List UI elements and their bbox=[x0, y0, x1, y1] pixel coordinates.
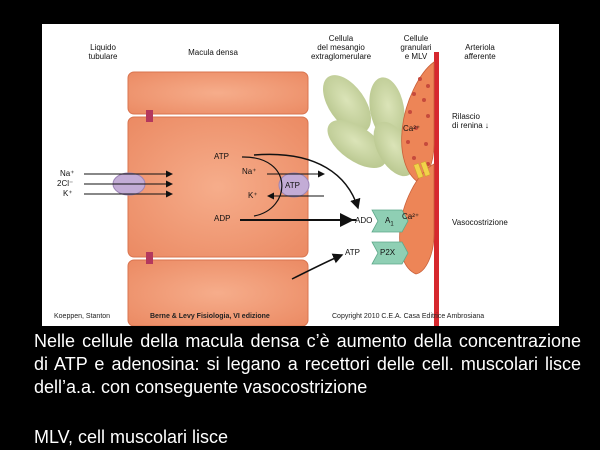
label-k-left: K⁺ bbox=[63, 189, 73, 198]
label-a1: A1 bbox=[385, 216, 394, 228]
diagram-svg bbox=[84, 52, 439, 326]
label-k-inner: K⁺ bbox=[248, 191, 258, 200]
na-k-atpase bbox=[278, 172, 310, 198]
arteriole-wall bbox=[434, 52, 439, 326]
credit-authors: Koeppen, Stanton bbox=[54, 313, 111, 320]
header-cellule-granulari: Cellule granulari e MLV bbox=[400, 34, 432, 61]
atp-to-receptor-arrow bbox=[253, 153, 361, 210]
gap-junction-1 bbox=[413, 163, 424, 179]
label-ca-granular: Ca²⁺ bbox=[403, 124, 421, 133]
header-macula-densa: Macula densa bbox=[188, 48, 238, 57]
mesangial-cell-1 bbox=[323, 75, 371, 133]
diagram-figure: Liquido tubulare Macula densa Cellula de… bbox=[42, 24, 559, 326]
credit-copyright: Copyright 2010 C.E.A. Casa Editrice Ambr… bbox=[332, 313, 485, 320]
slide-footnote: MLV, cell muscolari lisce bbox=[34, 427, 229, 447]
label-adp: ADP bbox=[214, 214, 231, 223]
slide-caption: Nelle cellule della macula densa c’è aum… bbox=[34, 331, 581, 397]
label-na-left: Na⁺ bbox=[60, 169, 75, 178]
atp-consumption-arrow bbox=[241, 156, 283, 217]
label-vasocostrizione: Vasocostrizione bbox=[452, 218, 508, 227]
tight-junction-top bbox=[146, 110, 153, 122]
a1-receptor bbox=[371, 209, 409, 233]
atp-to-p2x-arrow bbox=[291, 253, 344, 280]
gap-junction-2 bbox=[420, 161, 431, 177]
label-atp-top: ATP bbox=[214, 152, 229, 161]
label-ado: ADO bbox=[355, 216, 373, 225]
credit-book: Berne & Levy Fisiologia, VI edizione bbox=[150, 313, 270, 320]
label-atp-pump: ATP bbox=[285, 181, 300, 190]
mesangial-cell-4 bbox=[373, 121, 415, 177]
macula-cell-bottom bbox=[127, 259, 309, 326]
p2x-receptor bbox=[371, 241, 409, 265]
macula-cell-top bbox=[127, 71, 309, 115]
label-rilascio-renina: Rilascio di renina ↓ bbox=[452, 112, 489, 130]
label-atp-bottom: ATP bbox=[345, 248, 360, 257]
header-liquido-tubulare: Liquido tubulare bbox=[88, 43, 118, 61]
label-na-inner: Na⁺ bbox=[242, 167, 257, 176]
header-arteriola-afferente: Arteriola afferente bbox=[464, 43, 496, 61]
header-cellula-mesangio: Cellula del mesangio extraglomerulare bbox=[310, 34, 372, 61]
label-cl-left: 2Cl⁻ bbox=[57, 179, 74, 188]
label-ca-a1: Ca²⁺ bbox=[402, 212, 420, 221]
label-p2x: P2X bbox=[380, 248, 396, 257]
tight-junction-bottom bbox=[146, 252, 153, 264]
mesangial-cell-3 bbox=[327, 120, 387, 168]
